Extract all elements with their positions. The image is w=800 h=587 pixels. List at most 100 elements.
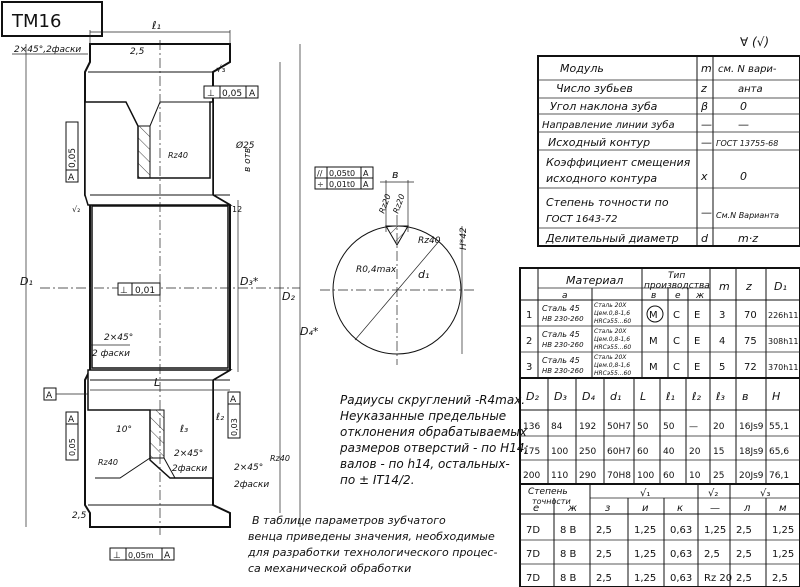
acc-cell-2-2: 2,5 [596, 573, 612, 584]
material-table: Материал Тип производства m z D₁ а в е ж… [519, 267, 800, 379]
mat-r2-t2: С [673, 336, 680, 347]
param-diameter-value: m·z [738, 232, 758, 245]
mat-r3-treat: Сталь 20Х [594, 354, 627, 361]
dim-L: L [154, 376, 160, 389]
mat-r2-m: 4 [719, 336, 725, 347]
mat-r2-treat2: Цем.0,8-1,6 [594, 336, 630, 343]
note1-line3: отклонения обрабатываемых [340, 425, 528, 439]
sec-dim-d1: d₁ [418, 268, 429, 281]
acc-header-4: к [677, 503, 683, 514]
dims-header-6: ℓ₂ [691, 390, 702, 403]
mat-r2-t3: Е [694, 336, 700, 347]
note1-line2: Неуказанные предельные [340, 409, 506, 423]
rough-rz40-right: Rz40 [270, 454, 290, 463]
roughness-v3: √₃ [216, 64, 226, 75]
dim-D3: D₃* [240, 275, 259, 288]
dims-cell-0-0: 136 [523, 422, 540, 432]
acc-header-1: ж [567, 503, 577, 514]
note-2: В таблице параметров зубчатого венца при… [247, 514, 497, 575]
dims-cell-0-1: 84 [551, 422, 563, 432]
sec-tol2: 0,01t0 [329, 180, 355, 189]
acc-cell-1-5: 2,5 [704, 549, 720, 560]
hub-cross-section: в d₁ Н*42 R0,4max Rz40 Rz20 Rz20 // 0,05… [314, 166, 475, 365]
param-accuracy-name: Степень точности по [546, 196, 669, 209]
chamfer-mid-1: 2×45° [104, 333, 133, 343]
acc-header-0: е [533, 503, 539, 514]
tol-right: 0,03 [230, 418, 239, 436]
param-shift-value: 0 [740, 170, 747, 183]
tol-left: 0,05 [68, 148, 78, 168]
acc-cell-1-6: 2,5 [736, 549, 752, 560]
dims-header-2: D₄ [582, 390, 595, 403]
acc-cell-1-3: 1,25 [634, 549, 656, 560]
param-angle-value: 0 [740, 100, 747, 113]
gear-section-view [40, 40, 300, 535]
param-module-sym: m [701, 62, 712, 75]
sec-rz20b: Rz20 [391, 193, 406, 215]
acc-header-5: — [710, 503, 720, 514]
param-contour-sym: — [701, 136, 712, 149]
mat-r1-hb: НВ 230-260 [542, 315, 584, 323]
dim-2-5-bottom: 2,5 [72, 511, 87, 521]
dims-cell-1-6: 20 [689, 447, 701, 457]
sec-rz40: Rz40 [418, 236, 441, 246]
mat-sub-b: в [651, 291, 656, 301]
acc-cell-1-0: 7D [526, 549, 540, 560]
mat-r2-hb: НВ 230-260 [542, 341, 584, 349]
acc-cell-2-0: 7D [526, 573, 540, 584]
dim-D1: D₁ [20, 275, 33, 288]
dims-cell-1-3: 60Н7 [607, 447, 631, 457]
mat-header-material: Материал [566, 274, 623, 287]
mat-r1-treat3: HRCэ55...60 [594, 318, 631, 325]
param-teeth-value: анта [738, 84, 763, 95]
acc-cell-1-4: 0,63 [670, 549, 692, 560]
dims-cell-2-0: 200 [523, 471, 540, 481]
param-contour-value: ГОСТ 13755-68 [716, 139, 778, 148]
dim-d25: Ø25 [235, 140, 255, 151]
param-diameter-name: Делительный диаметр [545, 232, 679, 245]
chamfer-c1: 2×45° [234, 463, 263, 473]
dims-cell-2-1: 110 [551, 471, 568, 481]
acc-cell-0-3: 1,25 [634, 525, 656, 536]
mat-r2-treat3: HRCэ55...60 [594, 344, 631, 351]
mat-r2-d1: 308h11 [768, 337, 799, 346]
acc-cell-1-2: 2,5 [596, 549, 612, 560]
param-direction-value: — [738, 118, 749, 131]
tol-bottom: 0,05m [128, 551, 154, 560]
acc-header-2: з [605, 503, 610, 514]
mat-r2-z: 75 [744, 336, 757, 347]
sec-datum2: A [363, 180, 369, 189]
param-teeth-name: Число зубьев [556, 82, 633, 95]
note1-line4: размеров отверстий - по Н14; [339, 441, 529, 455]
mat-header-tip: Тип [668, 271, 685, 281]
mat-r1-d1: 226h11 [768, 311, 799, 320]
dims-cell-0-6: — [689, 422, 698, 432]
param-direction-name: Направление линии зуба [542, 119, 675, 131]
mat-r1-material: Сталь 45 [542, 304, 580, 313]
chamfer-mid-2: 2 фаски [92, 349, 130, 359]
dims-cell-0-4: 50 [637, 422, 649, 432]
note1-line1: Радиусы скруглений -R4max. [340, 393, 525, 407]
dims-header-3: d₁ [610, 390, 621, 403]
mat-r3-n: 3 [526, 362, 532, 373]
mat-r1-t3: Е [694, 310, 700, 321]
acc-v1: √₁ [640, 488, 650, 499]
datum-left: A [68, 173, 75, 183]
mat-r3-t2: С [673, 362, 680, 373]
acc-cell-2-1: 8 B [560, 573, 577, 584]
datum-A-label: A [46, 391, 53, 401]
mat-r1-z: 70 [744, 310, 757, 321]
sec-dim-H: Н*42 [459, 227, 469, 250]
acc-cell-0-5: 1,25 [704, 525, 726, 536]
roughness-general: ∀ (√) [740, 35, 769, 49]
mat-r1-treat2: Цем.0,8-1,6 [594, 310, 630, 317]
rough-rz40-top: Rz40 [168, 151, 188, 160]
mat-r2-treat: Сталь 20Х [594, 328, 627, 335]
title-box [1, 1, 103, 37]
param-module-name: Модуль [560, 62, 604, 75]
dims-header-9: Н [772, 390, 780, 403]
mat-r1-treat: Сталь 20Х [594, 302, 627, 309]
mat-r3-t1: М [649, 362, 658, 373]
